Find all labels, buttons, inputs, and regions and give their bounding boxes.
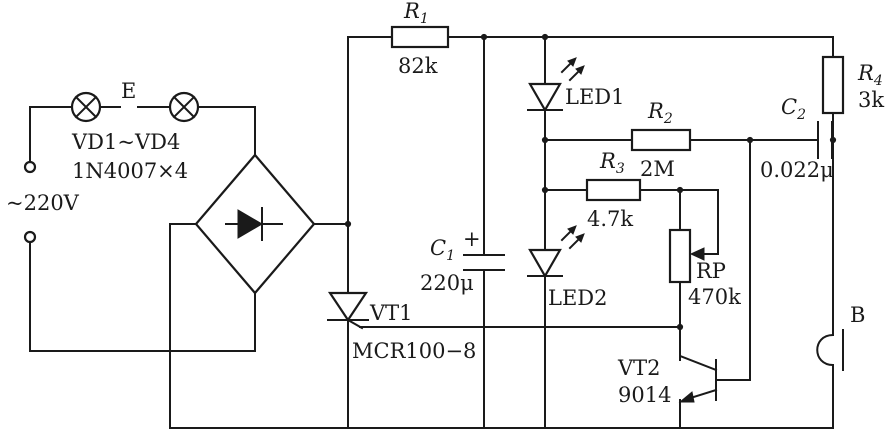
bridge-rectifier-icon <box>194 153 316 295</box>
led1-label: LED1 <box>565 85 624 109</box>
r2-resistor-icon <box>630 128 692 152</box>
c1-value: 220μ <box>420 271 474 295</box>
mains-terminals <box>23 160 37 244</box>
c2-label: C2 <box>781 95 806 123</box>
c1-plus: + <box>463 227 481 251</box>
lamp-label: E <box>121 79 136 103</box>
c1-capacitor-icon <box>463 254 505 271</box>
bridge-label: VD1~VD4 <box>71 130 180 154</box>
vt2-transistor-icon <box>678 354 718 403</box>
junction-dots <box>344 33 837 331</box>
r4-resistor-icon <box>821 55 845 115</box>
mains-label: ~220V <box>6 191 80 215</box>
c2-value: 0.022μ <box>760 158 834 182</box>
r3-value: 4.7k <box>587 207 633 231</box>
r2-value: 2M <box>640 157 675 181</box>
speaker-label: B <box>850 303 865 327</box>
r1-label: R1 <box>403 0 429 27</box>
c1-label: C1 <box>430 236 455 264</box>
r4-label: R4 <box>857 61 883 89</box>
vt1-part-label: MCR100−8 <box>352 339 476 363</box>
r3-resistor-icon <box>585 178 642 202</box>
c2-capacitor-icon <box>817 121 833 159</box>
r1-resistor-icon <box>390 25 450 49</box>
r1-value: 82k <box>398 54 438 78</box>
vt1-thyristor-icon <box>327 291 369 330</box>
rp-potentiometer-icon <box>668 228 705 284</box>
vt2-part-label: 9014 <box>618 383 671 407</box>
led1-icon <box>527 57 585 113</box>
led2-label: LED2 <box>548 286 607 310</box>
rp-label: RP <box>696 259 726 283</box>
speaker-b-icon <box>816 329 844 371</box>
rp-value: 470k <box>688 285 741 309</box>
r2-label: R2 <box>647 99 673 127</box>
vt1-label: VT1 <box>369 301 413 325</box>
r4-value: 3k <box>858 88 884 112</box>
bridge-part-label: 1N4007×4 <box>72 159 188 183</box>
vt2-label: VT2 <box>617 356 661 380</box>
r3-label: R3 <box>599 149 625 177</box>
led2-icon <box>527 225 585 279</box>
lamp-e-icon <box>70 91 200 123</box>
